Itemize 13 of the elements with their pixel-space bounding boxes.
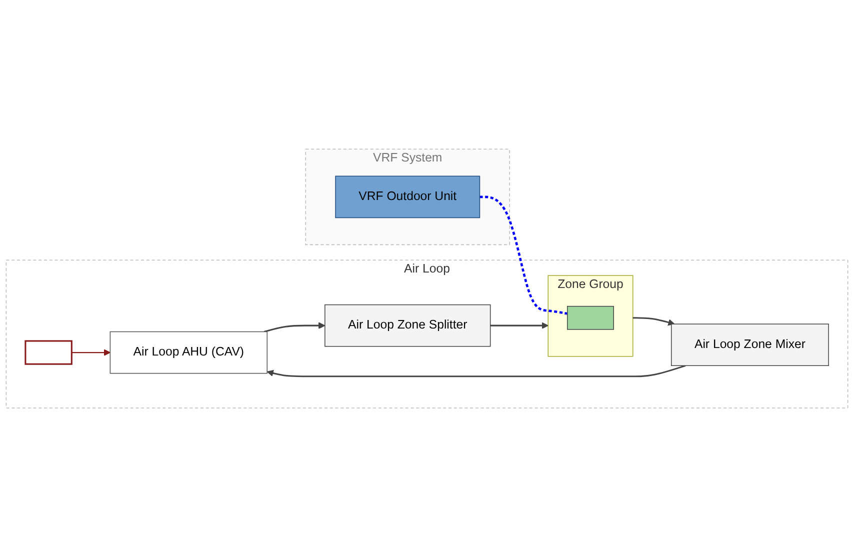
- arrow: [264, 322, 326, 333]
- arrow: [490, 322, 548, 330]
- cluster: Zone Group: [548, 276, 634, 358]
- arrow: [632, 318, 675, 326]
- node-box: [24, 340, 72, 366]
- node-box: Air Loop Zone Splitter: [324, 304, 491, 348]
- node-box: Air Loop AHU (CAV): [110, 332, 268, 374]
- connector: [480, 196, 568, 316]
- arrow: [72, 350, 110, 356]
- node-box: Air Loop Zone Mixer: [670, 324, 829, 366]
- node-box: VRF Outdoor Unit: [335, 176, 480, 219]
- node-box: [566, 306, 614, 330]
- arrow: [266, 365, 686, 378]
